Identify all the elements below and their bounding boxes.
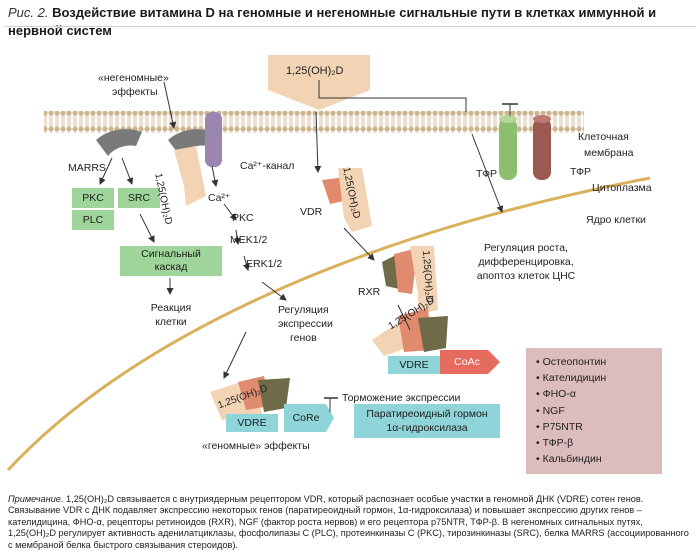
src-box: SRC: [118, 188, 160, 208]
core-label: CoRe: [292, 412, 320, 424]
growth-label-2: дифференцировка,: [478, 256, 574, 268]
pkc-path-label: PKC: [232, 212, 254, 224]
diagram-frame: [4, 26, 696, 489]
ca-channel-shape: [205, 112, 222, 167]
lower-complex-rxr: [258, 378, 290, 412]
figure-label: Рис. 2.: [8, 5, 49, 20]
legend-item: • ТФР-β: [536, 437, 574, 450]
mek-label: MEK1/2: [230, 234, 268, 246]
vdre-upper-box: VDRE: [388, 356, 440, 374]
legend-item: • Остеопонтин: [536, 356, 607, 368]
growth-label-3: апоптоз клеток ЦНС: [476, 270, 576, 282]
rxr-vdr-shape: [394, 248, 418, 294]
legend-item: • ФНО-α: [536, 388, 576, 401]
signal-cascade-box: Сигнальный каскад: [120, 246, 222, 276]
tfr-left-label: ТФР: [476, 168, 498, 180]
reg-expr-label-1: Регуляция: [278, 304, 329, 316]
tfr-right-label: ТФР: [570, 166, 592, 178]
pth-label-1: Паратиреоидный гормон: [366, 408, 488, 420]
tfr-receptor-red: [533, 118, 551, 180]
legend-item: • NGF: [536, 404, 565, 417]
reaction-label-1: Реакция: [150, 302, 192, 314]
hormone-top-label: 1,25(OH)₂D: [286, 65, 344, 77]
legend-item: • Кателидицин: [536, 372, 607, 385]
gene-legend-box: • Остеопонтин • Кателидицин • ФНО-α • NG…: [526, 348, 662, 474]
legend-item: • Кальбиндин: [536, 453, 602, 466]
core-shape: [284, 404, 334, 432]
ca-channel-label: Ca²⁺-канал: [240, 160, 295, 172]
legend-item: • P75NTR: [536, 420, 583, 433]
note-text: 1,25(OH)₂D связывается с внутриядерным р…: [8, 494, 689, 550]
plc-box: PLC: [72, 210, 114, 230]
figure-note: Примечание. 1,25(OH)₂D связывается с вну…: [8, 494, 692, 551]
reg-expr-label-3: генов: [290, 332, 317, 344]
cell-membrane: [44, 111, 584, 133]
nongenomic-label-2: эффекты: [112, 86, 158, 98]
cascade-label-1: Сигнальный: [141, 248, 201, 260]
marrs-receptor-shape: [96, 129, 142, 156]
inhibition-label: Торможение экспрессии: [342, 392, 461, 404]
coac-label: CoAc: [454, 356, 480, 368]
nucleus-label: Ядро клетки: [586, 214, 646, 226]
vdr-hormone-shape: [338, 168, 372, 232]
cytoplasm-label: Цитоплазма: [592, 182, 652, 194]
growth-label-1: Регуляция роста,: [484, 242, 568, 254]
reg-expr-label-2: экспрессии: [278, 318, 333, 330]
cascade-label-2: каскад: [154, 261, 188, 273]
coac-shape: [440, 350, 500, 374]
tfr-receptor-green: [499, 118, 517, 180]
receptor-hormone-shape: [174, 146, 206, 206]
genomic-label: «геномные» эффекты: [202, 440, 310, 452]
nuclear-envelope: [6, 176, 651, 472]
rxr-label: RXR: [358, 286, 381, 298]
upper-complex-rxr: [418, 316, 448, 352]
ca-ion-label: Ca²⁺: [208, 192, 231, 204]
marrs-label: MARRS: [68, 162, 106, 174]
membrane-label-2: мембрана: [584, 147, 634, 159]
note-label: Примечание.: [8, 494, 64, 504]
pkc-box: PKC: [72, 188, 114, 208]
vdre-lower-box: VDRE: [226, 414, 278, 432]
nongenomic-label-1: «негеномные»: [98, 72, 169, 84]
pth-label-2: 1α-гидроксилаза: [386, 422, 468, 434]
erk-label: ERK1/2: [246, 258, 283, 270]
vdr-label: VDR: [300, 206, 323, 218]
membrane-label-1: Клеточная: [578, 131, 629, 143]
pth-box: Паратиреоидный гормон 1α-гидроксилаза: [354, 404, 500, 438]
rxr-hormone-shape: [410, 246, 438, 314]
reaction-label-2: клетки: [155, 316, 187, 328]
